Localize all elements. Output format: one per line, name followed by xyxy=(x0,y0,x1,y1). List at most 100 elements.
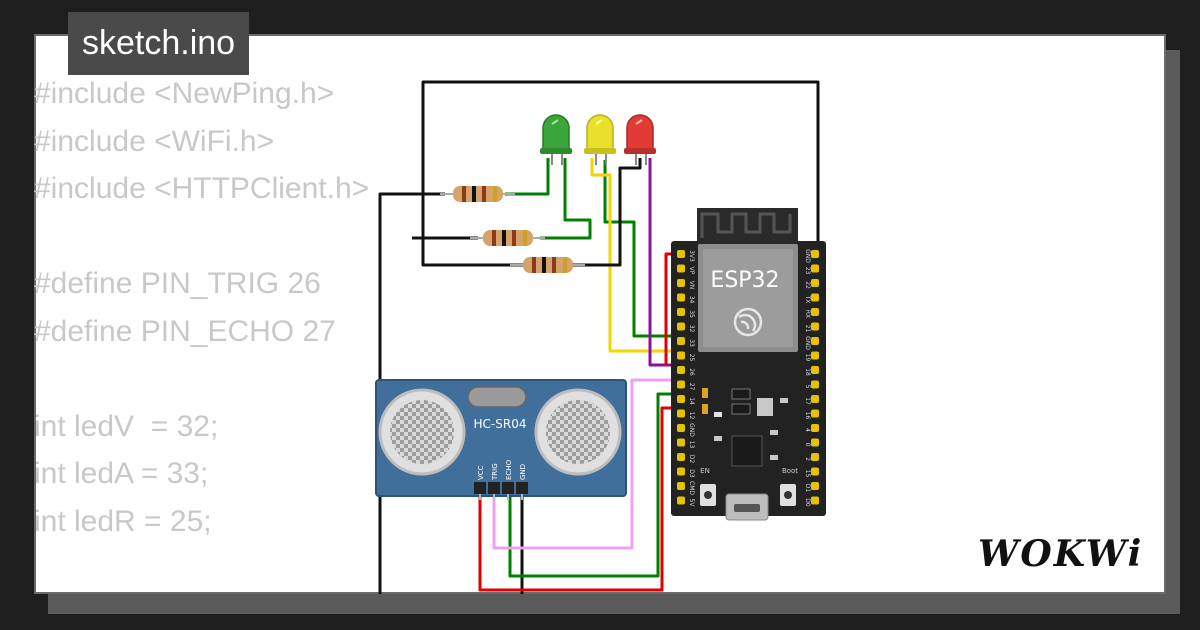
esp32-pin-left xyxy=(677,293,685,302)
esp32-pin-label: 33 xyxy=(688,339,695,347)
esp32-pin-label: 17 xyxy=(804,397,811,405)
wire-green-resistor xyxy=(540,158,592,240)
esp32-pin-left xyxy=(677,337,685,345)
esp32-pin-left xyxy=(677,351,685,360)
esp32-pin-label: 23 xyxy=(804,267,811,275)
esp32-pin-label: TX xyxy=(804,295,811,304)
esp32-pin-label: GND xyxy=(804,336,811,350)
led-yellow xyxy=(584,114,616,165)
esp32-pin-left xyxy=(677,467,685,476)
esp32-pin-label: RX xyxy=(804,310,811,318)
wire-purple xyxy=(648,158,681,367)
esp32-pin-label: 15 xyxy=(804,470,811,478)
sensor-label: HC-SR04 xyxy=(474,417,527,431)
esp32-pin-label: GND xyxy=(688,423,695,437)
esp32-label: ESP32 xyxy=(710,268,779,293)
esp32-pin-label: 35 xyxy=(688,310,695,318)
esp32-pin-label: 25 xyxy=(688,354,695,362)
esp32-pin-label: 22 xyxy=(804,281,811,289)
esp32-pin-label: 4 xyxy=(804,428,811,432)
resistor xyxy=(440,186,515,202)
wire-yellow xyxy=(590,158,681,353)
esp32-pin-label: D2 xyxy=(688,455,695,464)
espressif-logo xyxy=(733,307,763,337)
esp32-pin-left xyxy=(677,496,685,505)
esp32-pin-right xyxy=(811,467,819,476)
esp32-pin-right xyxy=(811,482,819,490)
esp32-pin-left xyxy=(677,322,685,331)
esp32-pin-label: 16 xyxy=(804,412,811,420)
boot-label: Boot xyxy=(782,467,798,475)
esp32-pin-right xyxy=(811,424,819,432)
esp32-pin-left xyxy=(677,264,685,273)
esp32-pin-label: 5 xyxy=(804,385,811,389)
esp32-pin-left xyxy=(677,438,685,447)
pin-label-gnd: GND xyxy=(519,464,527,480)
esp32-pin-label: 26 xyxy=(688,368,695,376)
esp32-pin-right xyxy=(811,250,819,258)
wire-black-top xyxy=(421,80,820,267)
esp32-pin-label: 12 xyxy=(688,412,695,420)
esp32-pin-label: 27 xyxy=(688,383,695,391)
esp32-pin-left xyxy=(677,308,685,316)
wokwi-logo: WOKWi xyxy=(978,533,1141,575)
pin-label-vcc: VCC xyxy=(477,465,485,480)
esp32-pin-label: VP xyxy=(688,267,695,275)
esp32-pin-left xyxy=(677,424,685,432)
esp32-pin-right xyxy=(811,453,819,461)
pin-label-trig: TRIG xyxy=(491,463,499,481)
esp32-pin-left xyxy=(677,395,685,403)
esp32-pin-left xyxy=(677,250,685,258)
esp32-pin-label: 3V3 xyxy=(688,250,695,262)
esp32-pins-right xyxy=(811,250,819,505)
esp32-pin-label: 18 xyxy=(804,368,811,376)
esp32-pin-right xyxy=(811,264,819,273)
wire-red-bottom xyxy=(478,406,681,592)
code-line: #define PIN_ECHO 27 xyxy=(34,314,336,348)
esp32-pin-right xyxy=(811,496,819,505)
esp32-pin-left xyxy=(677,279,685,287)
esp32-pin-label: GND xyxy=(804,249,811,263)
wires xyxy=(378,80,820,594)
hc-sr04-sensor: HC-SR04 VCC TRIG ECHO GND xyxy=(375,379,627,500)
esp32-pin-label: 19 xyxy=(804,354,811,362)
esp32-pin-right xyxy=(811,409,819,418)
wire-green-esp xyxy=(603,160,681,338)
en-label: EN xyxy=(700,467,710,475)
esp32-pin-right xyxy=(811,366,819,374)
code-line: int ledA = 33; xyxy=(34,457,209,490)
esp32-pin-left xyxy=(677,482,685,490)
code-line: #include <HTTPClient.h> xyxy=(34,172,370,205)
esp32-pin-left xyxy=(677,409,685,418)
code-line: #include <NewPing.h> xyxy=(34,77,335,110)
esp32-pin-label: 21 xyxy=(804,325,811,333)
led-green xyxy=(540,114,572,165)
esp32-pin-right xyxy=(811,308,819,316)
esp32-pin-label: 14 xyxy=(688,397,695,405)
esp32-pin-label: D0 xyxy=(804,498,811,507)
sensor-header-pins xyxy=(474,482,528,494)
resistor xyxy=(510,257,585,273)
resistor xyxy=(470,230,545,246)
code-line: #include <WiFi.h> xyxy=(34,124,275,158)
code-line: #define PIN_TRIG 26 xyxy=(34,267,321,300)
esp32-pin-right xyxy=(811,395,819,403)
code-preview: #include <NewPing.h> #include <WiFi.h> #… xyxy=(34,70,369,545)
led-red xyxy=(624,114,656,165)
wire-green-led xyxy=(505,158,550,196)
esp32-pin-right xyxy=(811,337,819,345)
esp32-pin-right xyxy=(811,322,819,331)
esp32-pin-label: 2 xyxy=(804,457,811,461)
esp32-pin-label: VN xyxy=(688,281,695,290)
esp32-pin-label: 32 xyxy=(688,325,695,333)
wire-pink xyxy=(492,378,681,550)
esp32-pin-label: 13 xyxy=(688,441,695,449)
wire-red-led xyxy=(580,158,642,267)
esp32-pin-right xyxy=(811,351,819,360)
esp32-pin-label: 34 xyxy=(688,296,695,304)
pin-label-echo: ECHO xyxy=(505,459,513,480)
esp32-pin-label: 0 xyxy=(804,443,811,447)
